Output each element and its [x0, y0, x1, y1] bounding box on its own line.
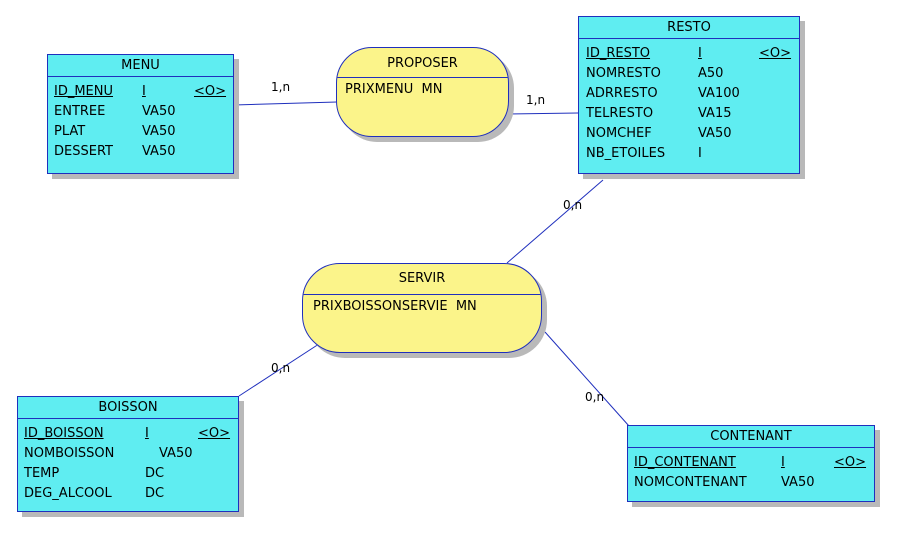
- attr-type: VA50: [142, 144, 176, 159]
- association-servir[interactable]: SERVIR PRIXBOISSONSERVIE MN: [302, 263, 542, 353]
- cardinality-servir-boisson: 0,n: [271, 361, 291, 375]
- attr-type: I: [142, 84, 146, 99]
- entity-menu[interactable]: MENU ID_MENU I <O> ENTREE VA50 PLAT VA50…: [47, 54, 234, 174]
- attr-name: PLAT: [54, 124, 86, 139]
- attr-name: DEG_ALCOOL: [24, 486, 112, 501]
- attr-name: ID_MENU: [54, 84, 114, 99]
- attr-row: NOMRESTO A50: [579, 64, 799, 84]
- attr-name: ID_CONTENANT: [634, 455, 736, 470]
- attr-row: DESSERT VA50: [48, 142, 233, 162]
- attr-type: VA50: [159, 446, 193, 461]
- attr-name: TEMP: [24, 466, 60, 481]
- entity-resto-title: RESTO: [579, 17, 799, 39]
- entity-contenant[interactable]: CONTENANT ID_CONTENANT I <O> NOMCONTENAN…: [627, 425, 875, 502]
- association-proposer-attribute: PRIXMENU MN: [345, 82, 443, 97]
- attr-type: I: [781, 455, 785, 470]
- attr-row: TELRESTO VA15: [579, 104, 799, 124]
- attr-row: DEG_ALCOOL DC: [18, 484, 238, 504]
- entity-boisson[interactable]: BOISSON ID_BOISSON I <O> NOMBOISSON VA50…: [17, 396, 239, 512]
- attr-type: VA100: [698, 86, 740, 101]
- attr-name: NOMCHEF: [586, 126, 652, 141]
- attr-key: <O>: [198, 426, 231, 441]
- attr-key: <O>: [194, 84, 227, 99]
- attr-row: ID_BOISSON I <O>: [18, 424, 238, 444]
- attr-name: NOMCONTENANT: [634, 475, 747, 490]
- attr-row: PLAT VA50: [48, 122, 233, 142]
- cardinality-proposer-resto: 1,n: [526, 93, 546, 107]
- attr-type: VA50: [142, 124, 176, 139]
- attr-row: NB_ETOILES I: [579, 144, 799, 164]
- cardinality-menu-proposer: 1,n: [271, 80, 291, 94]
- attr-row: NOMCONTENANT VA50: [628, 473, 874, 493]
- attr-type: VA15: [698, 106, 732, 121]
- attr-key: <O>: [834, 455, 867, 470]
- association-proposer[interactable]: PROPOSER PRIXMENU MN: [336, 47, 509, 137]
- attr-type: I: [698, 46, 702, 61]
- attr-row: NOMBOISSON VA50: [18, 444, 238, 464]
- entity-contenant-title: CONTENANT: [628, 426, 874, 448]
- attr-type: I: [698, 146, 702, 161]
- attr-type: DC: [145, 486, 165, 501]
- attr-row: ID_MENU I <O>: [48, 82, 233, 102]
- attr-name: NB_ETOILES: [586, 146, 666, 161]
- attr-name: ID_RESTO: [586, 46, 651, 61]
- link-servir-boisson: [238, 341, 323, 397]
- link-proposer-resto: [507, 112, 579, 115]
- cardinality-resto-servir: 0,n: [563, 198, 583, 212]
- attr-type: A50: [698, 66, 724, 81]
- attr-name: ENTREE: [54, 104, 106, 119]
- attr-row: NOMCHEF VA50: [579, 124, 799, 144]
- attr-row: ID_CONTENANT I <O>: [628, 453, 874, 473]
- attr-name: ID_BOISSON: [24, 426, 104, 441]
- attr-row: ENTREE VA50: [48, 102, 233, 122]
- link-menu-proposer: [233, 101, 338, 106]
- attr-row: ID_RESTO I <O>: [579, 44, 799, 64]
- attr-row: TEMP DC: [18, 464, 238, 484]
- entity-menu-title: MENU: [48, 55, 233, 77]
- association-servir-attribute: PRIXBOISSONSERVIE MN: [313, 299, 477, 314]
- entity-resto[interactable]: RESTO ID_RESTO I <O> NOMRESTO A50 ADRRES…: [578, 16, 800, 174]
- cardinality-servir-contenant: 0,n: [585, 390, 605, 404]
- attr-name: NOMBOISSON: [24, 446, 115, 461]
- attr-key: <O>: [759, 46, 792, 61]
- attr-name: NOMRESTO: [586, 66, 661, 81]
- attr-type: DC: [145, 466, 165, 481]
- link-resto-servir: [506, 179, 604, 264]
- association-proposer-title: PROPOSER: [337, 48, 508, 78]
- attr-name: DESSERT: [54, 144, 113, 159]
- attr-type: VA50: [698, 126, 732, 141]
- entity-boisson-title: BOISSON: [18, 397, 238, 419]
- attr-row: ADRRESTO VA100: [579, 84, 799, 104]
- attr-type: I: [145, 426, 149, 441]
- attr-name: ADRRESTO: [586, 86, 658, 101]
- attr-name: TELRESTO: [586, 106, 654, 121]
- attr-type: VA50: [781, 475, 815, 490]
- attr-type: VA50: [142, 104, 176, 119]
- link-servir-contenant: [544, 331, 630, 427]
- association-servir-title: SERVIR: [303, 264, 541, 295]
